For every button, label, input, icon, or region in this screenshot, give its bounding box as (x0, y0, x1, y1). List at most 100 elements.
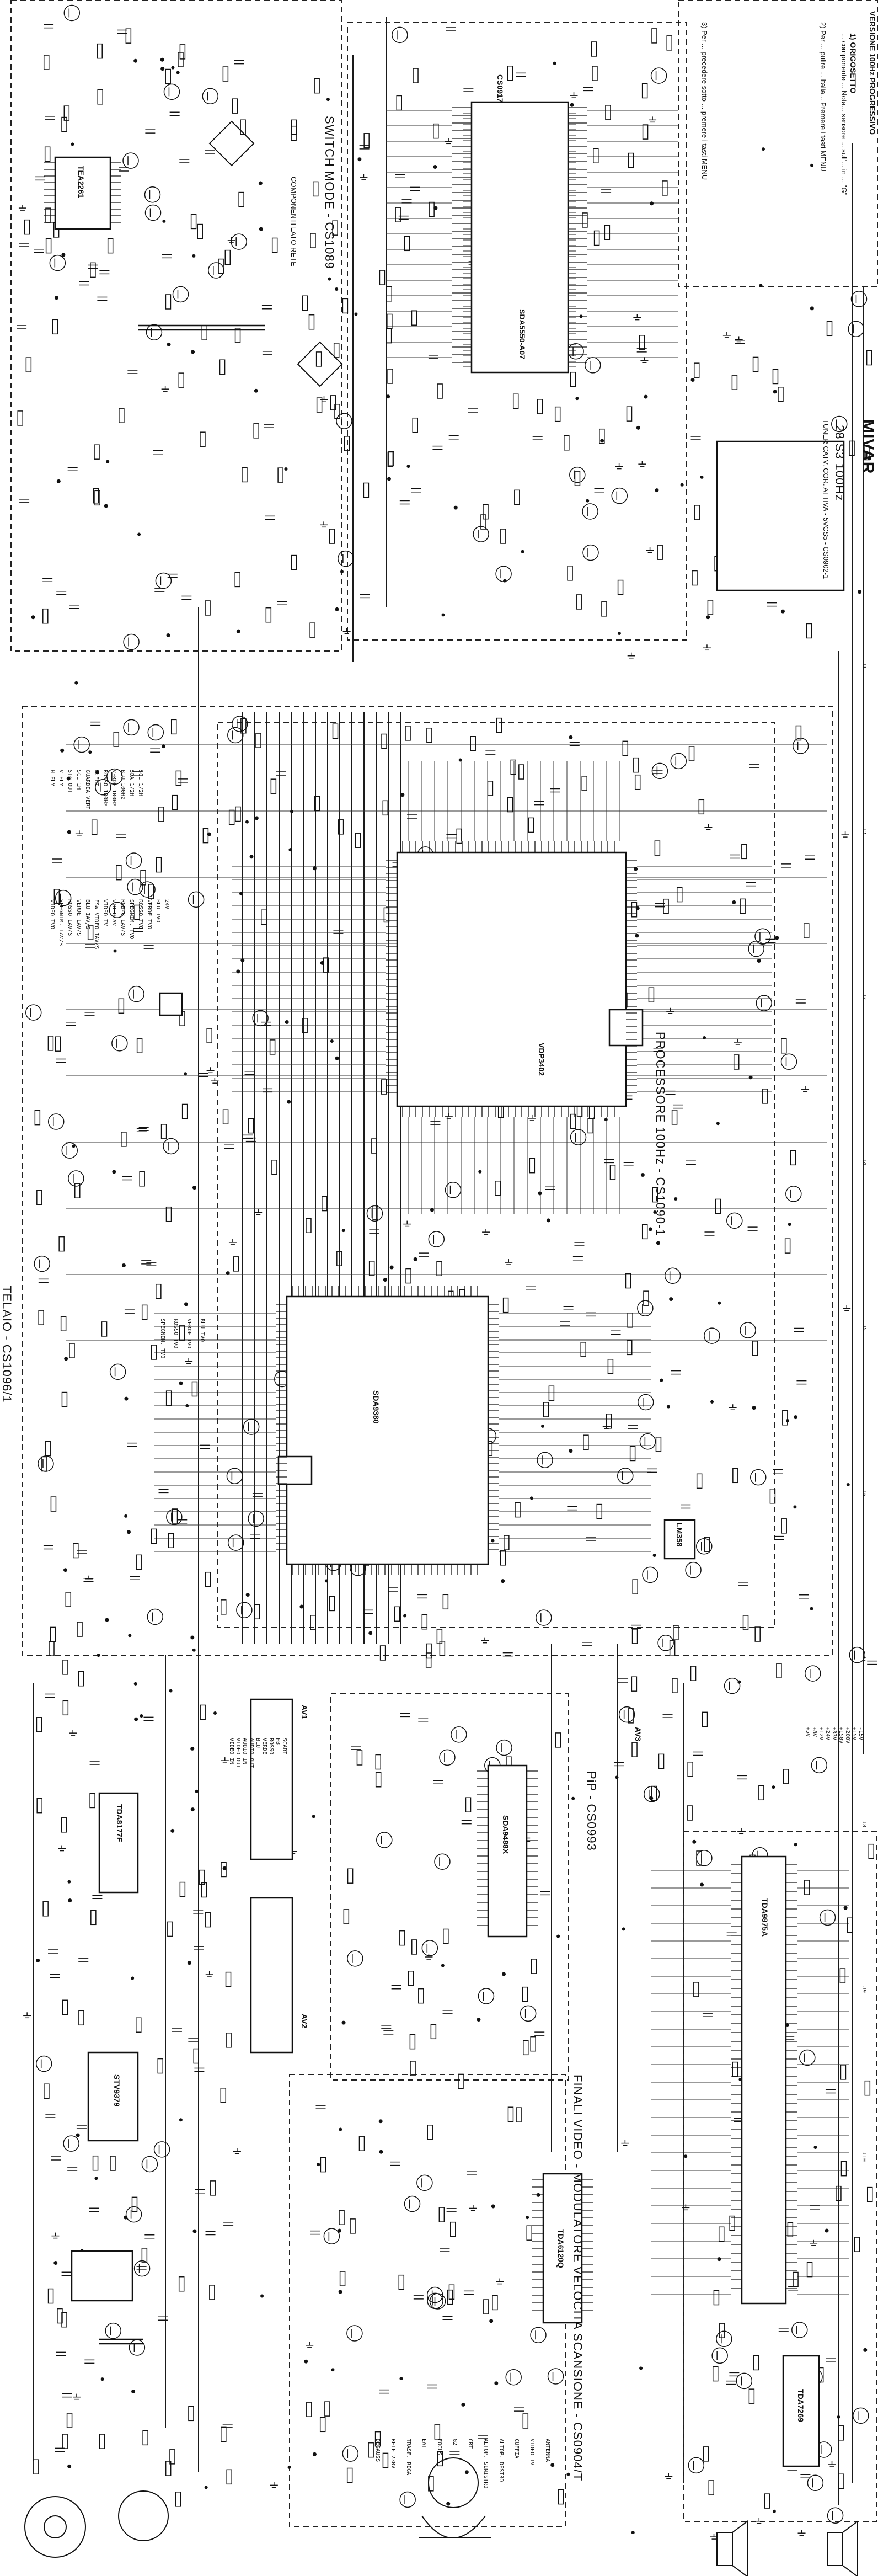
signal-label: 24V (164, 899, 170, 910)
signal-label: ROSSO TVO (137, 899, 143, 930)
section-pip: PiP - CS0993 (585, 1771, 598, 1851)
signal-label: H.EHT (93, 770, 99, 787)
tda8177-ic (98, 1792, 139, 1894)
av-pin-label: AUDIO OUT (248, 1738, 254, 1768)
signal-label: GUARDIA VERT (84, 770, 90, 810)
misc-label: G2 (452, 2439, 458, 2446)
connector-label: J10 (861, 2152, 867, 2162)
pip-ic (487, 1764, 528, 1938)
chip-av2-label: AV2 (300, 2014, 309, 2029)
voltage-label: +24V (825, 1727, 831, 1741)
chip-psu-label: TEA2261 (77, 166, 85, 199)
crt-socket-icon (419, 2457, 491, 2538)
connector-label: J7 (861, 1655, 867, 1662)
misc-label: ANTENNA (544, 2439, 550, 2462)
av-pin-label: BLU (255, 1738, 261, 1748)
amp-ic (782, 2355, 820, 2467)
chip-amp-label: TDA7269 (796, 2389, 805, 2422)
signal-label: STC OUT (67, 770, 73, 793)
signal-label: RGB-C IAV/S (120, 899, 126, 936)
av-pin-label: SCART (281, 1738, 287, 1755)
signal-label: BLU IAV/S (84, 899, 90, 930)
model-title: 28 S3 100Hz (833, 425, 847, 502)
av2-connector (250, 1897, 293, 2054)
av-pin-label: AUDIO IN (242, 1738, 248, 1765)
chip-av3-label: AV3 (634, 1727, 643, 1742)
final-ic (542, 2173, 583, 2324)
signal-label: SPEGNIM. IAV/S (58, 899, 64, 946)
signal-label: VERDE TVO (146, 899, 152, 930)
notes-orig: 1) ORIGOSETTO (849, 33, 858, 94)
micro-ic (470, 101, 569, 374)
audio-ic (741, 1855, 787, 2305)
chip-audio-label: TDA9875A (761, 1898, 769, 1937)
tuner-title: TUNER CATV. COR. ATTIVA - 5VCS5 - CS0902… (822, 419, 830, 579)
misc-label: DEGAUSS (374, 2439, 381, 2462)
av-pin-label: ROSSO (268, 1738, 274, 1755)
signal-label: VERDE TVO (186, 1319, 192, 1349)
signal-label: VIDEO TV (102, 899, 108, 926)
av-pin-label: VIDEO OUT (235, 1738, 241, 1768)
section-telaio: TELAIO - CS1096/1 (0, 1286, 14, 1403)
brand-logo: MIVAR (859, 419, 877, 474)
misc-label: ALTOP. SINISTRO (483, 2439, 489, 2489)
sda-ic (286, 1295, 489, 1565)
misc-label: CRT (467, 2439, 473, 2449)
signal-label: SCL 1H (76, 770, 82, 790)
voltage-label: +33V (831, 1727, 837, 1741)
ic-eeprom (159, 992, 183, 1016)
chip-av1-label: AV1 (300, 1705, 309, 1720)
diode-bridge-icon (208, 120, 343, 387)
av-pin-label: VERDE (261, 1738, 267, 1755)
misc-label: CUFFIA (513, 2439, 520, 2459)
transformer-icon (99, 324, 265, 2345)
signal-label: ROSSO 100Hz (102, 770, 108, 807)
misc-label: VIDEO TV (529, 2439, 535, 2466)
signal-label: VERDE IAV/S (76, 899, 82, 936)
section-processore: PROCESSORE 100Hz - CS1090-1 (654, 1032, 667, 1236)
notes-title: VERSIONE 100Hz PROGRESSIVO (868, 11, 877, 135)
chip-micro-label: SDA5550-A07 (518, 309, 527, 360)
signal-label: VIDEO TVO (49, 899, 55, 930)
connector-label: J1 (861, 662, 867, 669)
av1-connector (250, 1698, 293, 1860)
stv-ic (87, 2051, 139, 2142)
yoke-icon (24, 2490, 169, 2558)
misc-label: TRASF. RIGA (405, 2439, 411, 2476)
chip-tuner-label: CS0917 (496, 74, 505, 103)
misc-label: FOCUS (436, 2439, 442, 2456)
lm358-ic (663, 1519, 696, 1560)
vdp-ic (396, 851, 627, 1107)
misc-label: RETE 230V (390, 2439, 396, 2469)
misc-label: ALTOP. DESTRO (498, 2439, 504, 2482)
speaker-icon (716, 2520, 858, 2576)
notes-step3: 3) Per ... precedere sotto ... premere i… (700, 22, 709, 180)
chip-stv-label: STV9379 (113, 2074, 121, 2107)
signal-label: VERDE 100Hz (111, 770, 117, 807)
voltage-label: +5V (805, 1727, 811, 1737)
chip-lm358-label: LM358 (675, 1523, 684, 1547)
voltage-label: +200V (844, 1727, 850, 1744)
notes-orig-desc: ... componente ... Nota... sensore ... s… (840, 33, 848, 196)
signal-label: ROSSO TVO (173, 1319, 179, 1349)
signal-label: VIDEO AV (111, 899, 117, 926)
chip-tda8177-label: TDA8177F (115, 1804, 124, 1842)
ic-ram (608, 1009, 644, 1047)
section-componenti: COMPONENTI LATO RETE (290, 177, 298, 266)
tuner-box (716, 440, 845, 591)
flyback-transformer (71, 2250, 133, 2302)
signal-label: SCL 1/2H (137, 770, 143, 797)
connector-label: J2 (861, 828, 867, 835)
voltage-label: +12V (818, 1727, 824, 1741)
chip-sda-label: SDA9380 (372, 1390, 381, 1424)
signal-label: ROSSO IAV/S (67, 899, 73, 936)
connector-label: J9 (861, 1986, 867, 1993)
voltage-label: +150V (838, 1727, 844, 1744)
voltage-label: +8V (811, 1727, 817, 1737)
connector-label: J8 (861, 1821, 867, 1828)
chip-pip-label: SDA9488X (501, 1815, 510, 1854)
av-pin-label: FB (275, 1738, 281, 1745)
signal-label: BLU TVO (199, 1319, 205, 1342)
connector-label: J5 (861, 1324, 867, 1331)
